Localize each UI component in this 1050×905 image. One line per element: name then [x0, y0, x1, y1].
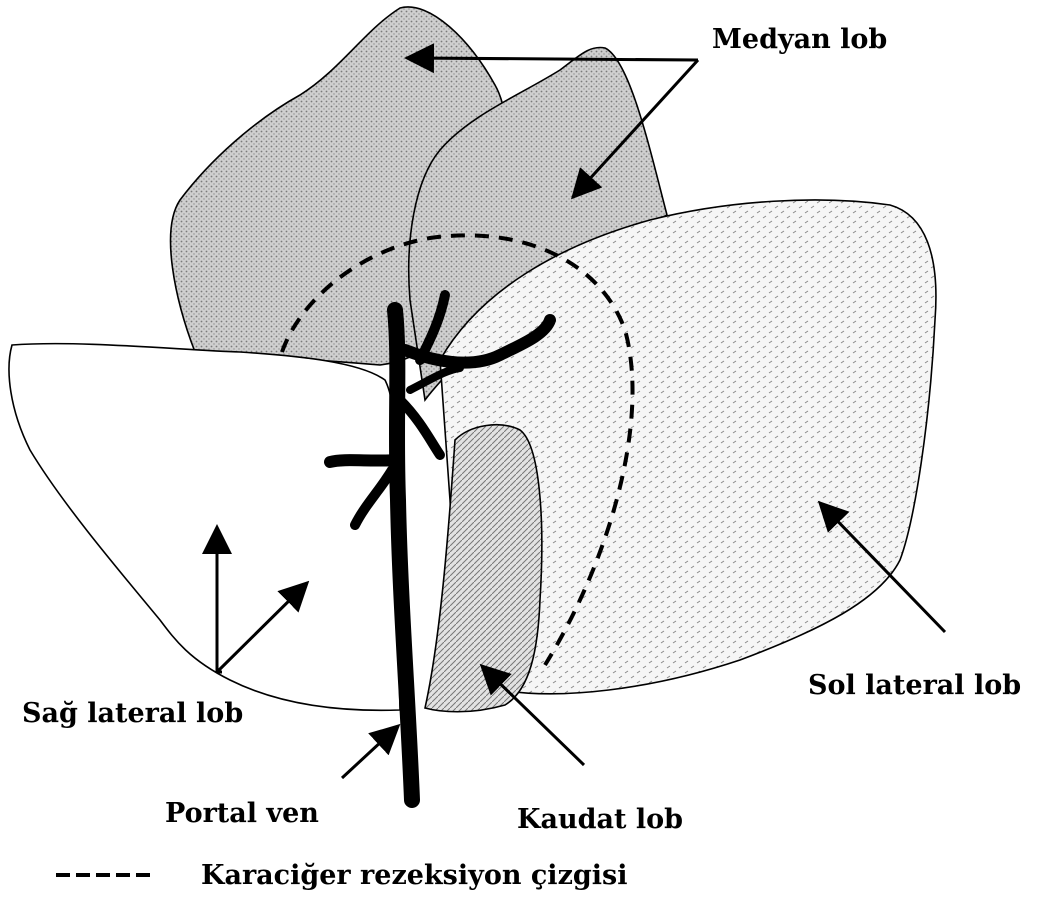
- arrow-portal: [342, 728, 396, 778]
- right-lateral-lobe: [9, 344, 400, 711]
- legend-resection-label: Karaciğer rezeksiyon çizgisi: [201, 862, 628, 889]
- label-sag-lateral-lob: Sağ lateral lob: [22, 700, 243, 727]
- label-medyan-lob: Medyan lob: [712, 26, 887, 53]
- label-kaudat-lob: Kaudat lob: [517, 806, 683, 833]
- legend-dash-sample: [56, 870, 152, 880]
- label-sol-lateral-lob: Sol lateral lob: [808, 672, 1021, 699]
- arrow-medyan-left: [410, 58, 698, 60]
- label-portal-ven: Portal ven: [165, 800, 319, 827]
